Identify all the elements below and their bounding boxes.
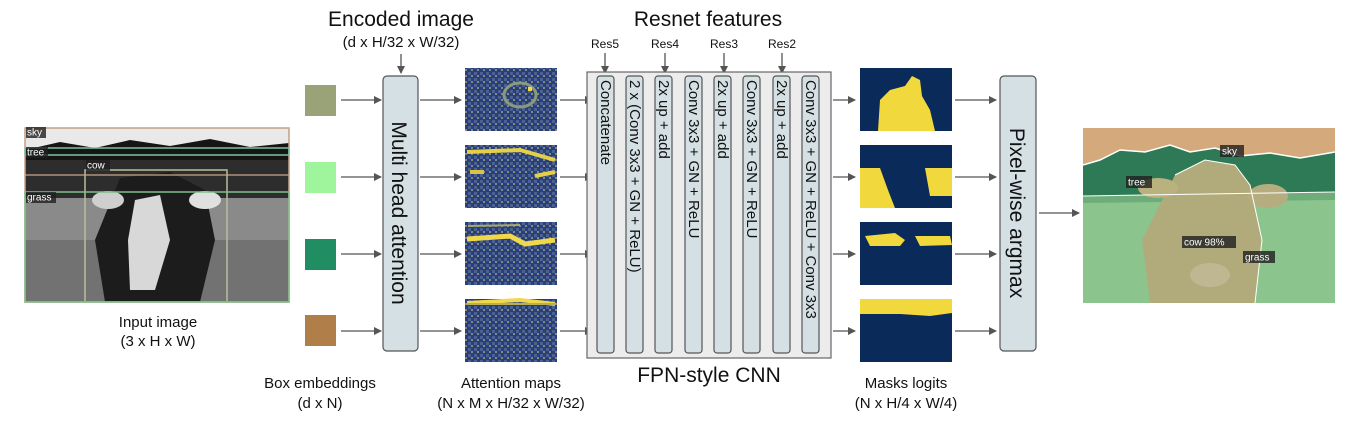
- fpn-col-6: [742, 75, 761, 354]
- mha-label: Multi head attention: [387, 121, 410, 304]
- res4-label: Res4: [651, 37, 679, 51]
- masks-dims: (N x H/4 x W/4): [855, 395, 958, 412]
- fpn-col-label-3: 2x up + add: [655, 80, 672, 159]
- fpn-col-5: [713, 75, 732, 354]
- output-tag-tree: tree: [1128, 178, 1146, 189]
- embedding-2: [305, 162, 336, 193]
- fpn-col-label-2: 2 x (Conv 3x3 + GN + ReLU): [626, 80, 643, 273]
- mha-box: [382, 75, 419, 352]
- embedding-1: [305, 85, 336, 116]
- input-tag-tree: tree: [27, 148, 45, 159]
- input-dims: (3 x H x W): [121, 333, 196, 350]
- fpn-col-3: [654, 75, 673, 354]
- output-tag-cow: cow 98%: [1184, 238, 1225, 249]
- fpn-col-label-1: Concatenate: [597, 80, 614, 165]
- attention-map-3: [465, 222, 557, 285]
- output-image: [1082, 128, 1336, 304]
- input-tag-grass: grass: [27, 193, 51, 204]
- res2-label: Res2: [768, 37, 796, 51]
- fpn-label: FPN-style CNN: [637, 364, 781, 387]
- fpn-col-1: [596, 75, 615, 354]
- mask-3: [860, 222, 952, 285]
- encoded-dims: (d x H/32 x W/32): [343, 34, 460, 51]
- res5-label: Res5: [591, 37, 619, 51]
- fpn-container: [586, 71, 832, 359]
- fpn-col-7: [772, 75, 791, 354]
- output-tag-grass: grass: [1245, 253, 1269, 264]
- attention-map-1: [465, 68, 557, 131]
- embeddings-caption: Box embeddings: [264, 375, 376, 392]
- fpn-col-8: [801, 75, 820, 354]
- attention-dims: (N x M x H/32 x W/32): [437, 395, 585, 412]
- attention-map-2: [465, 145, 557, 208]
- argmax-box: [999, 75, 1037, 352]
- res3-label: Res3: [710, 37, 738, 51]
- embedding-3: [305, 239, 336, 270]
- mask-4: [860, 299, 952, 362]
- output-tag-sky: sky: [1222, 147, 1237, 158]
- mask-2: [860, 145, 952, 208]
- fpn-col-label-6: Conv 3x3 + GN + ReLU: [743, 80, 760, 238]
- encoded-title: Encoded image: [328, 8, 474, 31]
- argmax-label: Pixel-wise argmax: [1005, 128, 1028, 299]
- resnet-title: Resnet features: [634, 8, 782, 31]
- attention-caption: Attention maps: [461, 375, 561, 392]
- masks-caption: Masks logits: [865, 375, 948, 392]
- input-image: sky tree cow grass: [24, 127, 290, 303]
- input-caption: Input image: [119, 314, 197, 331]
- fpn-col-label-7: 2x up + add: [773, 80, 790, 159]
- mask-1: [860, 68, 952, 131]
- fpn-col-label-4: Conv 3x3 + GN + ReLU: [685, 80, 702, 238]
- embeddings-dims: (d x N): [298, 395, 343, 412]
- attention-map-4: [465, 297, 557, 362]
- fpn-col-label-8: Conv 3x3 + GN + ReLU + Conv 3x3: [802, 80, 819, 319]
- embedding-4: [305, 315, 336, 346]
- fpn-col-2: [625, 75, 644, 354]
- input-tag-sky: sky: [27, 128, 42, 139]
- input-tag-cow: cow: [87, 161, 106, 172]
- fpn-col-label-5: 2x up + add: [714, 80, 731, 159]
- fpn-columns: Concatenate 2 x (Conv 3x3 + GN + ReLU) 2…: [596, 75, 820, 354]
- fpn-col-4: [684, 75, 703, 354]
